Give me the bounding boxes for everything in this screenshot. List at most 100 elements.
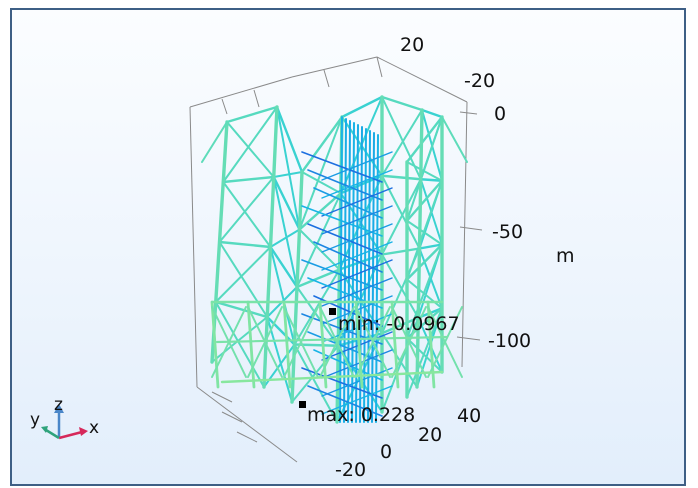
beam — [269, 246, 296, 346]
beam — [415, 108, 424, 389]
beam — [298, 192, 342, 231]
beam — [272, 175, 301, 231]
beam — [214, 300, 269, 319]
beam — [380, 95, 424, 112]
beam — [276, 106, 301, 231]
triad-z-label: z — [54, 395, 63, 415]
beam — [210, 300, 220, 389]
beam — [390, 300, 400, 389]
beam — [313, 241, 383, 273]
beam — [298, 228, 341, 271]
axis-tick-x-0: 0 — [380, 441, 392, 463]
axis-triad: z x y — [30, 395, 99, 440]
max-label: max: 0.228 — [307, 404, 415, 426]
axis-tick-z-neg100: -100 — [488, 330, 531, 352]
beam — [321, 187, 393, 217]
beam — [272, 176, 298, 288]
beam — [340, 95, 384, 119]
axis-unit-label: m — [556, 245, 575, 267]
beam — [301, 259, 383, 291]
beam — [354, 300, 364, 389]
beam — [321, 151, 393, 181]
max-marker — [299, 401, 306, 408]
axis-tick-z-neg50: -50 — [492, 221, 523, 243]
beam — [307, 331, 383, 363]
beam — [405, 243, 444, 281]
beam — [222, 106, 278, 183]
beam — [405, 115, 444, 164]
beam — [321, 259, 393, 289]
beam — [419, 178, 444, 182]
beam — [321, 385, 393, 415]
beam — [406, 161, 443, 182]
beam — [246, 300, 256, 389]
beam — [406, 278, 443, 310]
beam — [321, 367, 393, 397]
beam — [290, 170, 304, 404]
axis-tick-x-20: 20 — [418, 424, 442, 446]
axis-tick-y-top-neg20: -20 — [464, 70, 495, 92]
beam — [406, 116, 443, 222]
beam — [226, 121, 275, 178]
beam — [371, 132, 375, 423]
beam — [307, 169, 383, 201]
beam — [266, 316, 293, 403]
beam — [318, 300, 328, 389]
beam — [420, 108, 444, 119]
beam — [218, 176, 275, 243]
beam — [283, 306, 319, 378]
beam — [301, 171, 342, 195]
beam — [222, 175, 275, 184]
beam — [380, 174, 422, 181]
beam — [293, 343, 340, 347]
triad-x-arrow — [58, 430, 83, 440]
beam — [321, 205, 393, 235]
beam — [215, 335, 449, 344]
beam — [381, 178, 422, 256]
beam — [211, 316, 269, 363]
triad-x-label: x — [89, 418, 99, 438]
beam — [222, 181, 272, 248]
beam — [225, 105, 279, 124]
beam — [343, 118, 347, 423]
graphics-window[interactable]: min: -0.0967 max: 0.228 20 -20 0 -50 -10… — [10, 8, 686, 486]
beam — [269, 245, 299, 289]
beam — [201, 121, 228, 163]
beam — [275, 105, 304, 174]
beam — [269, 228, 301, 248]
3d-plot[interactable]: min: -0.0967 max: 0.228 20 -20 0 -50 -10… — [12, 10, 686, 486]
beam — [301, 367, 383, 399]
beam — [321, 169, 393, 199]
beam — [319, 306, 355, 378]
beam — [307, 385, 383, 417]
beam — [214, 301, 265, 388]
beam — [405, 179, 444, 222]
beam — [301, 205, 383, 237]
min-label: min: -0.0967 — [338, 313, 460, 335]
beam — [363, 128, 367, 423]
beam — [367, 130, 371, 423]
beam — [391, 306, 427, 378]
axis-tick-x-40: 40 — [457, 405, 481, 427]
beam — [418, 243, 444, 250]
triad-y-head — [41, 426, 48, 433]
beam — [321, 241, 393, 271]
beam — [381, 253, 420, 319]
beam — [381, 109, 423, 177]
beam — [293, 343, 338, 423]
beam — [272, 171, 303, 178]
beam — [347, 120, 351, 423]
beam — [296, 286, 340, 347]
beam — [406, 179, 443, 281]
beam — [301, 151, 383, 183]
beam — [321, 331, 393, 361]
axis-tick-x-neg20: -20 — [335, 459, 366, 481]
beam — [313, 187, 383, 219]
triad-x-head — [79, 427, 88, 436]
min-marker — [329, 308, 336, 315]
beam — [295, 268, 341, 289]
beam — [282, 300, 292, 389]
beam — [214, 246, 272, 303]
beam — [218, 241, 269, 318]
beam — [321, 223, 393, 253]
